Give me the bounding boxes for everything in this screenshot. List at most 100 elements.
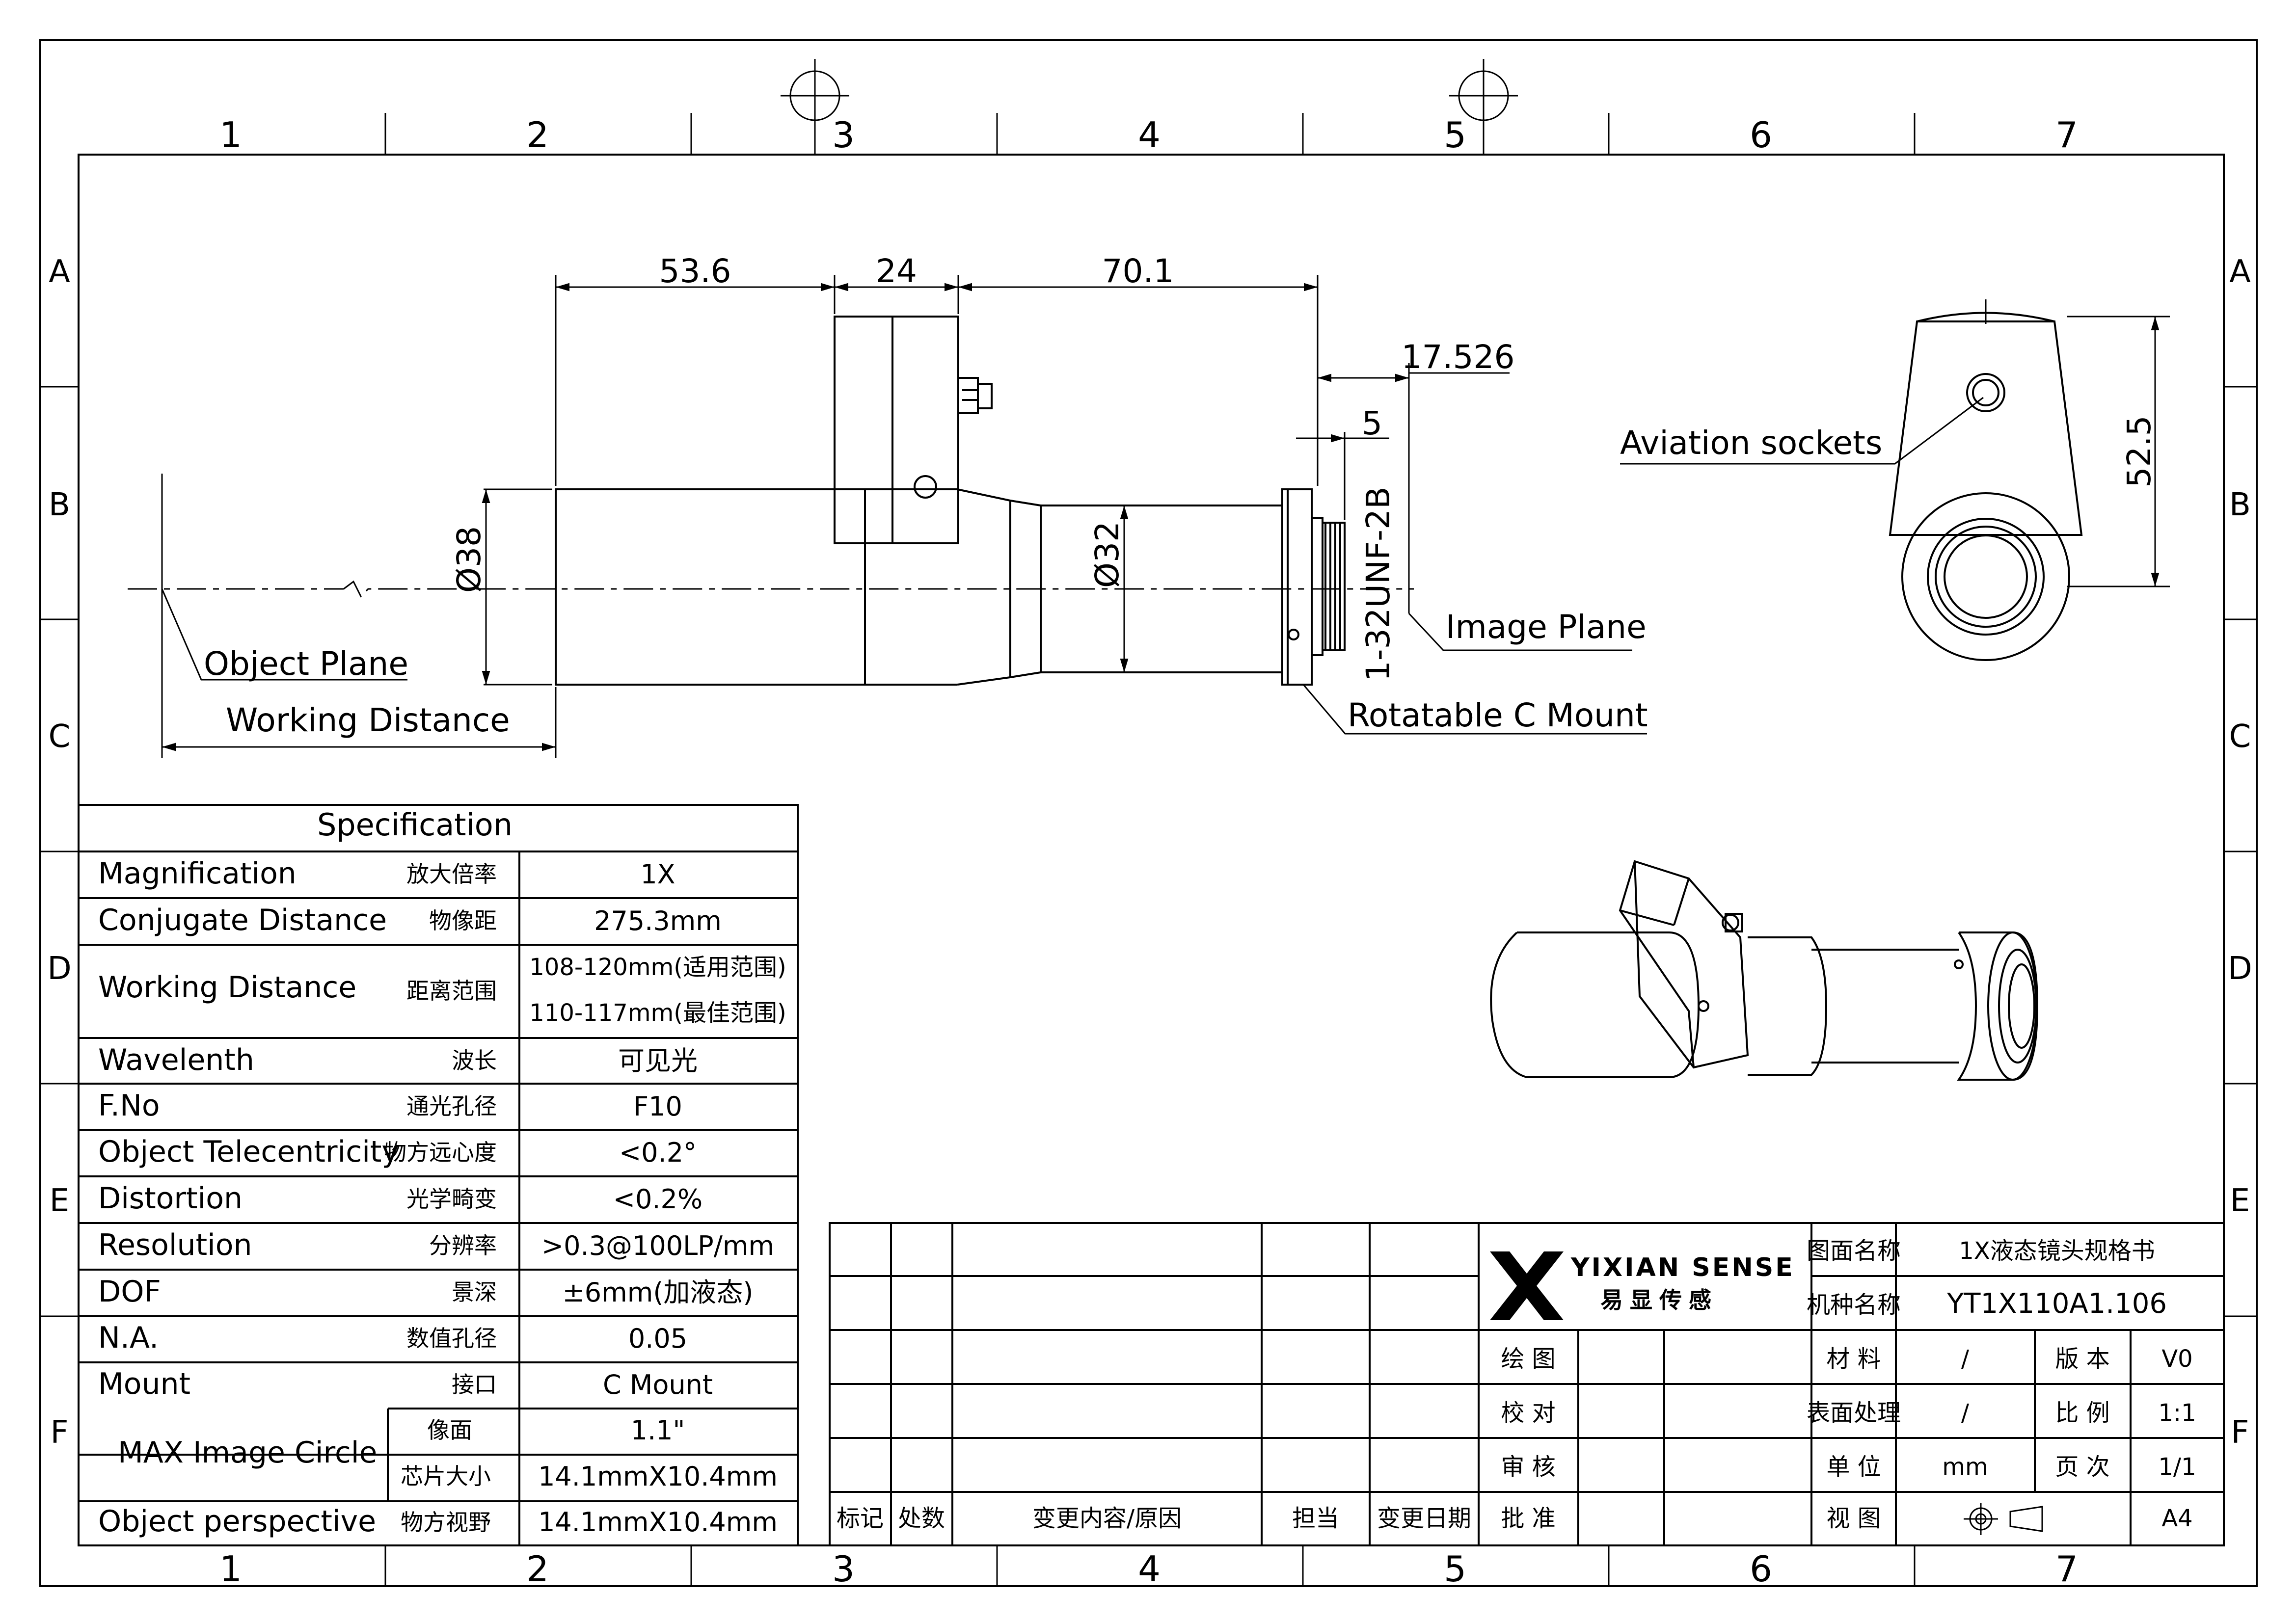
spec-value: ±6mm(加液态) (563, 1277, 754, 1308)
dim-thread: 1-32UNF-2B (1359, 487, 1397, 682)
spec-cn-label: 像面 (427, 1417, 472, 1443)
version-label: 版 本 (2055, 1345, 2109, 1373)
col-label: 7 (2055, 1548, 2078, 1590)
review-label: 审 核 (1501, 1453, 1555, 1481)
spec-value: 14.1mmX10.4mm (538, 1461, 778, 1492)
col-label: 2 (526, 1548, 549, 1590)
surface-value: / (1961, 1399, 1970, 1427)
col-label: 2 (526, 114, 549, 156)
spec-value: 110-117mm(最佳范围) (529, 999, 786, 1027)
spec-value: 14.1mmX10.4mm (538, 1507, 778, 1538)
spec-cn-label: 接口 (452, 1371, 497, 1398)
unit-label: 单 位 (1826, 1453, 1881, 1481)
spec-cn-label: 分辨率 (429, 1232, 497, 1259)
dim-52-5: 52.5 (2120, 416, 2158, 488)
spec-value: >0.3@100LP/mm (541, 1230, 774, 1261)
aviation-sockets-label: Aviation sockets (1620, 424, 1882, 462)
spec-label: Magnification (98, 856, 297, 891)
rev-header: 处数 (898, 1505, 945, 1532)
column-labels-bottom: 1 2 3 4 5 6 7 (219, 1548, 2078, 1590)
spec-label: DOF (98, 1275, 161, 1309)
row-label: C (49, 718, 71, 755)
spec-value: C Mount (603, 1369, 713, 1400)
column-labels-top: 1 2 3 4 5 6 7 (219, 114, 2078, 156)
company-logo: YIXIAN SENSE 易显传感 (1490, 1251, 1795, 1320)
col-label: 1 (219, 1548, 242, 1590)
spec-value: 1.1" (631, 1415, 685, 1446)
spec-cn-label: 通光孔径 (406, 1093, 497, 1119)
sheet-size: A4 (2161, 1505, 2192, 1532)
spec-label: Distortion (98, 1181, 243, 1216)
spec-cn-label: 景深 (452, 1279, 497, 1305)
dim-53-6: 53.6 (659, 252, 731, 290)
centering-mark-left (781, 59, 849, 155)
col-label: 6 (1750, 1548, 1772, 1590)
spec-cn-labels: 放大倍率 物像距 距离范围 波长 通光孔径 物方远心度 光学畸变 分辨率 景深 … (384, 861, 497, 1536)
dim-70-1: 70.1 (1102, 252, 1174, 290)
page-label: 页 次 (2055, 1453, 2109, 1481)
spec-cn-label: 芯片大小 (401, 1463, 491, 1489)
spec-cn-label: 距离范围 (406, 978, 497, 1004)
image-plane-label: Image Plane (1446, 608, 1647, 646)
logo-text: YIXIAN SENSE (1570, 1253, 1795, 1282)
dim-5: 5 (1362, 404, 1382, 442)
spec-table-grid (78, 804, 799, 1546)
view-label: 视 图 (1826, 1505, 1881, 1532)
row-label: A (49, 254, 70, 290)
spec-en-labels: Magnification Conjugate Distance Working… (98, 856, 399, 1539)
row-labels-right: A B C D E F (2228, 254, 2252, 1451)
model-number: YT1X110A1.106 (1946, 1288, 2167, 1320)
front-view-text: Aviation sockets 52.5 (1620, 416, 2158, 488)
unit-value: mm (1942, 1453, 1988, 1481)
spec-label: Object perspective (98, 1504, 376, 1539)
lens-isometric-view (1490, 860, 2039, 1081)
spec-label: Wavelenth (98, 1043, 254, 1077)
spec-cn-label: 物方远心度 (384, 1139, 497, 1166)
spec-value: 108-120mm(适用范围) (529, 954, 786, 981)
row-label: D (47, 951, 71, 987)
spec-value: 275.3mm (594, 905, 722, 936)
col-label: 3 (832, 1548, 855, 1590)
col-label: 3 (832, 114, 855, 156)
dim-17-526: 17.526 (1402, 338, 1515, 376)
projection-symbol-icon (1964, 1503, 2043, 1535)
spec-cn-label: 物方视野 (401, 1509, 491, 1536)
col-label: 4 (1138, 114, 1161, 156)
row-label: E (2230, 1183, 2250, 1219)
lens-side-view (128, 316, 1414, 686)
side-view-labels: Object Plane Working Distance Image Plan… (204, 608, 1648, 739)
working-distance-label: Working Distance (226, 701, 510, 739)
row-label: B (2229, 487, 2251, 523)
zone-ticks (40, 113, 2257, 1586)
spec-table: Specification Magnification Conjugate Di… (98, 807, 786, 1539)
dim-phi32: Ø32 (1088, 521, 1126, 588)
drawing-name-label: 图面名称 (1807, 1237, 1901, 1265)
logo-x-icon (1490, 1251, 1564, 1320)
spec-values: 1X 275.3mm 108-120mm(适用范围) 110-117mm(最佳范… (529, 859, 786, 1538)
scale-label: 比 例 (2055, 1399, 2109, 1427)
drawing-name: 1X液态镜头规格书 (1959, 1237, 2155, 1265)
logo-cn-text: 易显传感 (1600, 1287, 1718, 1313)
version-value: V0 (2161, 1345, 2192, 1373)
spec-label: Conjugate Distance (98, 903, 387, 937)
spec-value: <0.2° (619, 1137, 697, 1168)
object-plane-label: Object Plane (204, 645, 408, 683)
material-label: 材 料 (1826, 1345, 1881, 1373)
page-value: 1/1 (2158, 1453, 2196, 1481)
surface-label: 表面处理 (1807, 1399, 1901, 1427)
title-block-grid (829, 1222, 2225, 1546)
spec-value: 0.05 (628, 1323, 687, 1354)
draw-label: 绘 图 (1501, 1345, 1555, 1373)
rev-header: 担当 (1292, 1505, 1339, 1532)
rev-header: 标记 (837, 1505, 884, 1532)
spec-cn-label: 数值孔径 (406, 1325, 497, 1352)
approve-label: 批 准 (1501, 1505, 1555, 1532)
spec-value: 可见光 (618, 1045, 698, 1076)
col-label: 7 (2055, 114, 2078, 156)
spec-value: F10 (633, 1091, 682, 1122)
spec-cn-label: 物像距 (429, 907, 497, 934)
row-label: B (49, 487, 70, 523)
row-label: E (50, 1183, 69, 1219)
row-label: D (2228, 951, 2252, 987)
